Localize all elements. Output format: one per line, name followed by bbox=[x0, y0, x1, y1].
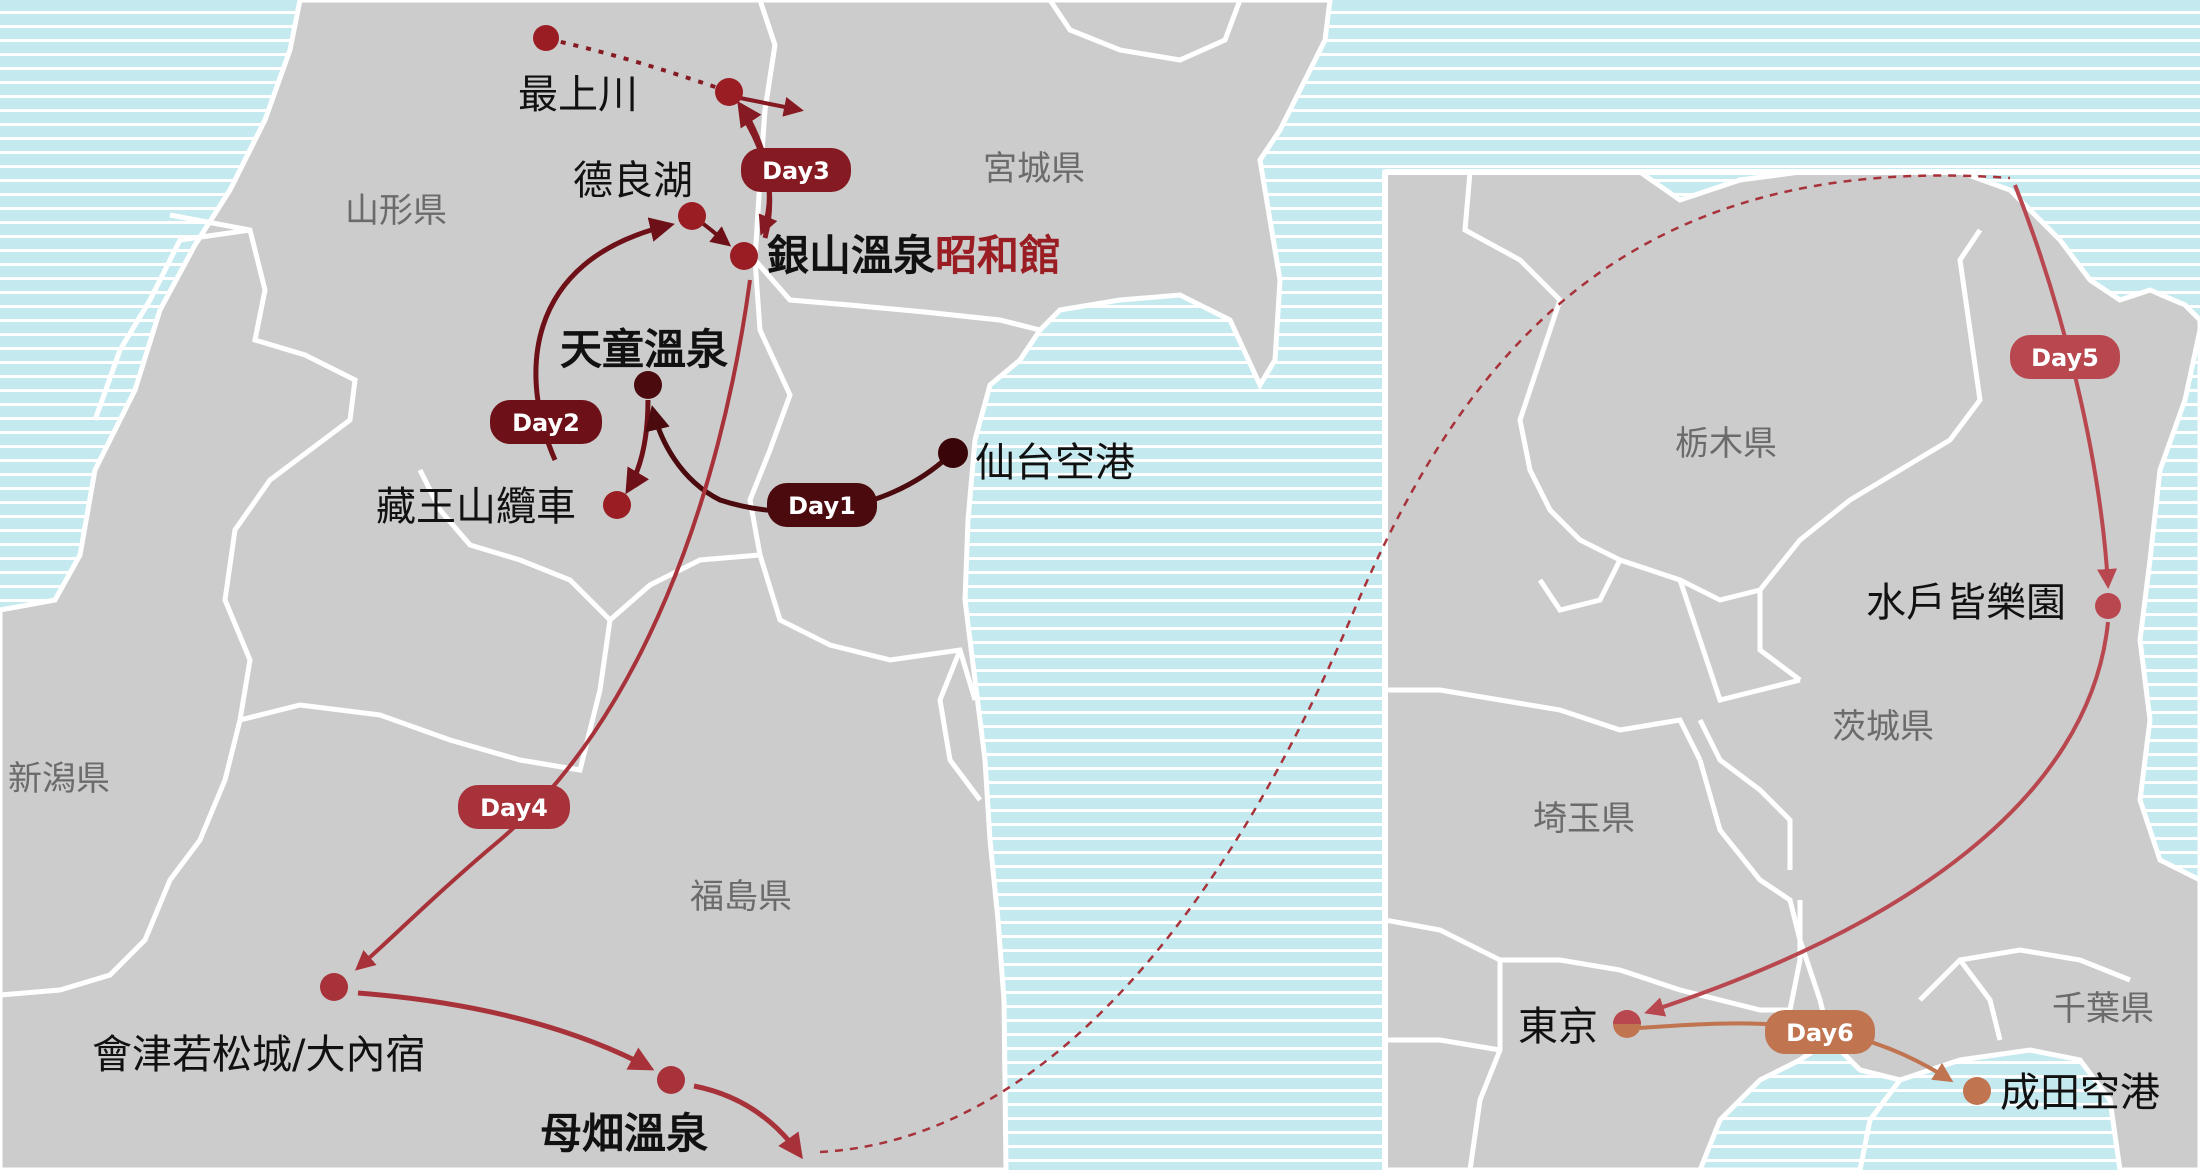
label-tokura: 德良湖 bbox=[573, 158, 693, 204]
badge-day4: Day4 bbox=[458, 785, 570, 829]
kanto-borders bbox=[1384, 171, 2131, 1171]
badge-day6: Day6 bbox=[1765, 1010, 1875, 1054]
badge-day1-label: Day1 bbox=[788, 492, 856, 520]
point-tendo bbox=[634, 371, 662, 399]
prefecture-labels: 山形県 宮城県 新潟県 福島県 栃木県 茨城県 埼玉県 千葉県 bbox=[8, 149, 2154, 1029]
label-aizu: 會津若松城/大內宿 bbox=[92, 1032, 425, 1078]
point-hobata bbox=[657, 1066, 685, 1094]
tokyo-bay bbox=[1696, 1036, 1905, 1173]
route-mogami-dotted bbox=[547, 37, 731, 94]
pref-niigata: 新潟県 bbox=[8, 759, 110, 799]
label-ginzan: 銀山溫泉昭和館 bbox=[767, 231, 1061, 280]
point-mogami bbox=[715, 78, 743, 106]
badge-day5: Day5 bbox=[2010, 335, 2120, 379]
pref-fukushima: 福島県 bbox=[690, 877, 792, 917]
point-tokyo-top bbox=[1613, 1010, 1641, 1024]
badge-day3: Day3 bbox=[741, 148, 851, 192]
route-aizu-hobata bbox=[357, 990, 655, 1071]
pacific-coast bbox=[2137, 329, 2200, 883]
label-zao: 藏王山纜車 bbox=[376, 484, 576, 530]
point-narita bbox=[1963, 1077, 1991, 1105]
route-day1 bbox=[645, 405, 952, 515]
pref-ibaraki: 茨城県 bbox=[1832, 707, 1934, 747]
label-mito: 水戶皆樂園 bbox=[1866, 580, 2066, 626]
points bbox=[320, 25, 2121, 1105]
point-tokura bbox=[678, 202, 706, 230]
label-ginzan-hotel: 昭和館 bbox=[935, 231, 1061, 280]
badge-day5-label: Day5 bbox=[2031, 344, 2099, 372]
point-mogami-start bbox=[533, 25, 559, 51]
label-sendai: 仙台空港 bbox=[975, 440, 1135, 486]
point-mito bbox=[2095, 593, 2121, 619]
label-mogami: 最上川 bbox=[518, 72, 638, 118]
pref-yamagata: 山形県 bbox=[345, 191, 447, 231]
badge-day2: Day2 bbox=[490, 400, 602, 444]
route-day3-out bbox=[739, 96, 804, 117]
badge-day3-label: Day3 bbox=[762, 157, 830, 185]
label-ginzan-name: 銀山溫泉 bbox=[767, 231, 935, 280]
pref-chiba: 千葉県 bbox=[2052, 989, 2154, 1029]
label-hobata: 母畑溫泉 bbox=[540, 1109, 708, 1158]
label-narita: 成田空港 bbox=[2000, 1070, 2160, 1116]
point-aizu bbox=[320, 973, 348, 1001]
point-zao bbox=[603, 491, 631, 519]
kanto-map bbox=[1382, 169, 2200, 1173]
route-connector-dashed bbox=[819, 174, 2011, 1154]
place-labels: 最上川 德良湖 銀山溫泉昭和館 天童溫泉 藏王山纜車 仙台空港 會津若松城/大內… bbox=[92, 72, 2160, 1158]
label-tendo: 天童溫泉 bbox=[560, 325, 728, 374]
badge-day1: Day1 bbox=[767, 483, 877, 527]
pref-tochigi: 栃木県 bbox=[1675, 424, 1777, 464]
badge-day2-label: Day2 bbox=[512, 409, 580, 437]
island-top bbox=[1046, 0, 1243, 63]
inset-frame bbox=[1382, 169, 2200, 1170]
route-hobata-out bbox=[693, 1083, 803, 1160]
pref-saitama: 埼玉県 bbox=[1533, 799, 1635, 839]
label-tokyo: 東京 bbox=[1518, 1004, 1598, 1050]
route-day4 bbox=[354, 279, 752, 971]
badge-day4-label: Day4 bbox=[480, 794, 548, 822]
route-mito-tokyo bbox=[1644, 621, 2110, 1017]
miyagi-north-land bbox=[752, 0, 1333, 391]
point-sendai bbox=[938, 438, 968, 468]
badge-day6-label: Day6 bbox=[1786, 1019, 1854, 1047]
point-ginzan bbox=[730, 242, 758, 270]
day-badges: Day1 Day2 Day3 Day4 Day5 Day6 bbox=[458, 148, 2120, 1054]
pref-miyagi: 宮城県 bbox=[983, 149, 1085, 189]
